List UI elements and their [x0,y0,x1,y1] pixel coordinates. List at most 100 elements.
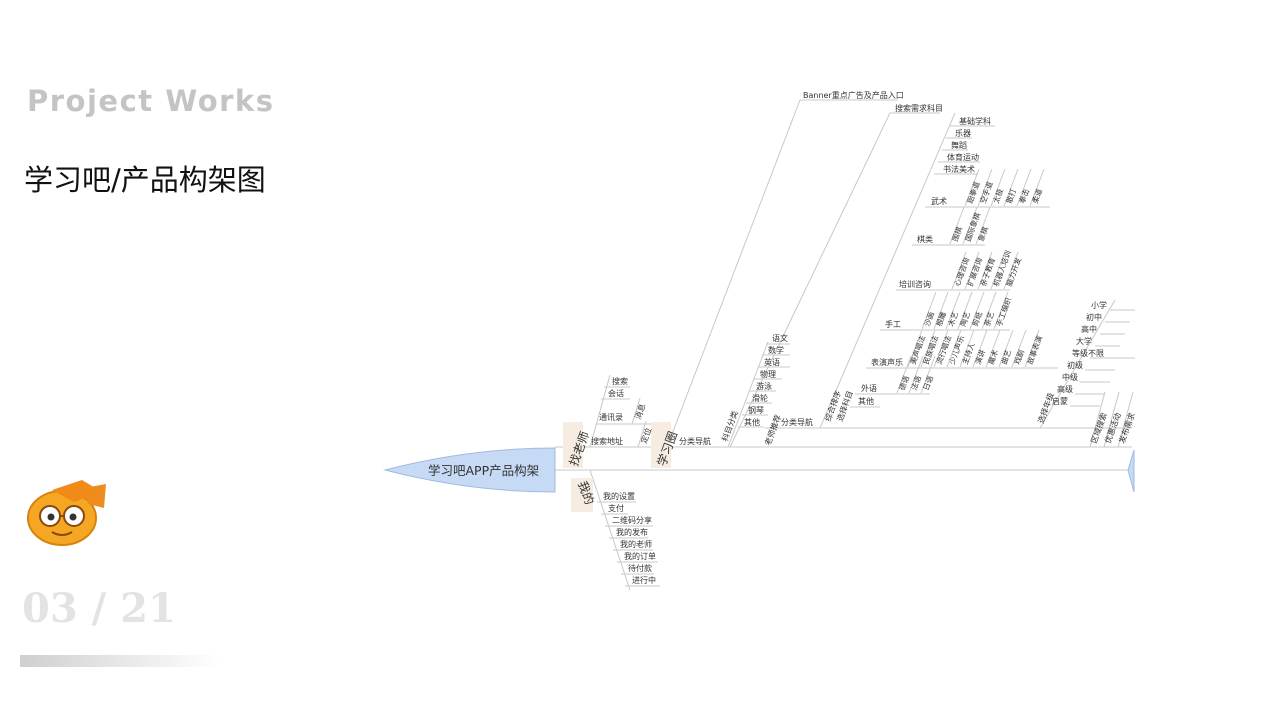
english-title: Project Works [27,84,275,118]
grade-item: 小学 [1091,300,1107,310]
sub-branch-line [998,329,1014,368]
sub-branch-line [990,168,1006,207]
sub-branch-item: 拳击 [1016,187,1031,205]
sub-branch-item: 演讲 [972,348,987,366]
sub-branch-line [993,291,1009,330]
right-nav-label: 分类导航 [781,417,813,427]
sub-branch-line [896,355,912,394]
chinese-title: 学习吧/产品构架图 [24,163,266,197]
sub-branch-line [907,329,923,368]
top-group-item: 书法美术 [943,164,975,174]
mine-item: 支付 [608,503,624,513]
top-group-item: 体育运动 [947,152,979,162]
sub-branch-line [981,291,997,330]
sub-branch-line [951,251,967,290]
top-group-item: 舞蹈 [951,140,967,150]
sub-branch-item: 日语 [920,374,935,392]
mine-item: 进行中 [632,575,656,585]
sub-branch-line [908,355,924,394]
mine-item: 我的设置 [603,491,635,501]
sub-branch-item: 太极 [990,187,1005,205]
grade-item: 初中 [1086,312,1102,322]
sub-branch-line [969,291,985,330]
find-teacher-contacts: 通讯录 [599,412,623,422]
sub-branch-line [933,329,949,368]
sub-branch-line [1011,329,1027,368]
perform-label: 表演声乐 [871,357,903,367]
sub-branch-line [949,206,965,245]
sub-branch-item: 象棋 [975,225,990,243]
top-group-item: 基础学科 [959,116,991,126]
subject-category-label: 科目分类 [719,409,739,442]
find-teacher-address: 搜索地址 [591,436,623,446]
sub-branch-item: 木艺 [945,310,960,328]
mine-item: 待付款 [628,563,652,573]
grade-item: 大学 [1076,336,1092,346]
banner-label: Banner重点广告及产品入口 [803,90,904,100]
sub-branch-item: 陶艺 [957,310,972,328]
grade-item: 高级 [1057,384,1073,394]
diagram-head-label: 学习吧APP产品构架 [428,463,539,478]
grade-item: 高中 [1081,324,1097,334]
grade-item: 中级 [1062,372,1078,382]
subject-item: 英语 [764,357,780,367]
subject-item: 语文 [772,333,788,343]
sub-branch-item: 茶艺 [981,310,996,328]
study-nav-label: 分类导航 [679,436,711,446]
footer-gradient-bar [20,655,220,667]
sub-branch-item: 柔道 [1029,187,1044,205]
find-teacher-item: 会话 [608,388,624,398]
craft-label: 手工 [885,319,901,329]
subject-item: 钢琴 [748,405,764,415]
sub-branch-item: 散打 [1003,187,1018,205]
training-label: 培训咨询 [899,279,931,289]
mine-item: 我的订单 [624,551,656,561]
sub-branch-line [946,329,962,368]
sub-branch-line [959,329,975,368]
grade-item: 等级不限 [1072,348,1104,358]
sub-branch-line [990,251,1006,290]
sub-branch-item: 故事表演 [1024,334,1044,366]
sub-branch-line [1029,168,1045,207]
other-label: 其他 [858,396,874,406]
sub-branch-line [1016,168,1032,207]
sub-branch-item: 魔术 [985,348,1000,366]
search-subject-label: 搜索需求科目 [895,103,943,113]
grade-item: 初级 [1067,360,1083,370]
sub-branch-line [975,206,991,245]
sub-branch-item: 戏剧 [1011,348,1026,366]
sub-branch-item: 曲艺 [998,348,1013,366]
mine-item: 我的老师 [620,539,652,549]
find-teacher-item: 搜索 [612,376,628,386]
subject-item: 滑轮 [752,393,768,403]
sub-branch-line [957,291,973,330]
sub-branch-line [964,168,980,207]
mine-item: 二维码分享 [612,515,652,525]
chess-label: 棋类 [917,234,933,244]
grade-item: 启蒙 [1052,396,1068,406]
sub-branch-line [977,251,993,290]
sub-branch-line [920,355,936,394]
sub-branch-line [933,291,949,330]
sub-branch-item: 围棋 [949,225,964,243]
subject-item: 数学 [768,345,784,355]
teacher-recommend-label: 老师推荐 [762,413,782,446]
sub-branch-line [1003,251,1019,290]
sub-branch-line [1024,329,1040,368]
subject-item: 其他 [744,417,760,427]
sub-branch-line [920,329,936,368]
sub-branch-line [985,329,1001,368]
foreign-label: 外语 [861,383,877,393]
top-group-item: 乐器 [955,128,971,138]
sub-branch-line [977,168,993,207]
wushu-label: 武术 [931,196,947,206]
sub-branch-line [972,329,988,368]
owl-mascot-icon [27,480,106,546]
sub-branch-line [945,291,961,330]
sub-branch-line [1003,168,1019,207]
page-number: 03 / 21 [22,585,176,632]
sub-branch-item: 手工编织 [993,296,1013,328]
sub-branch-line [964,251,980,290]
sub-branch-line [921,291,937,330]
